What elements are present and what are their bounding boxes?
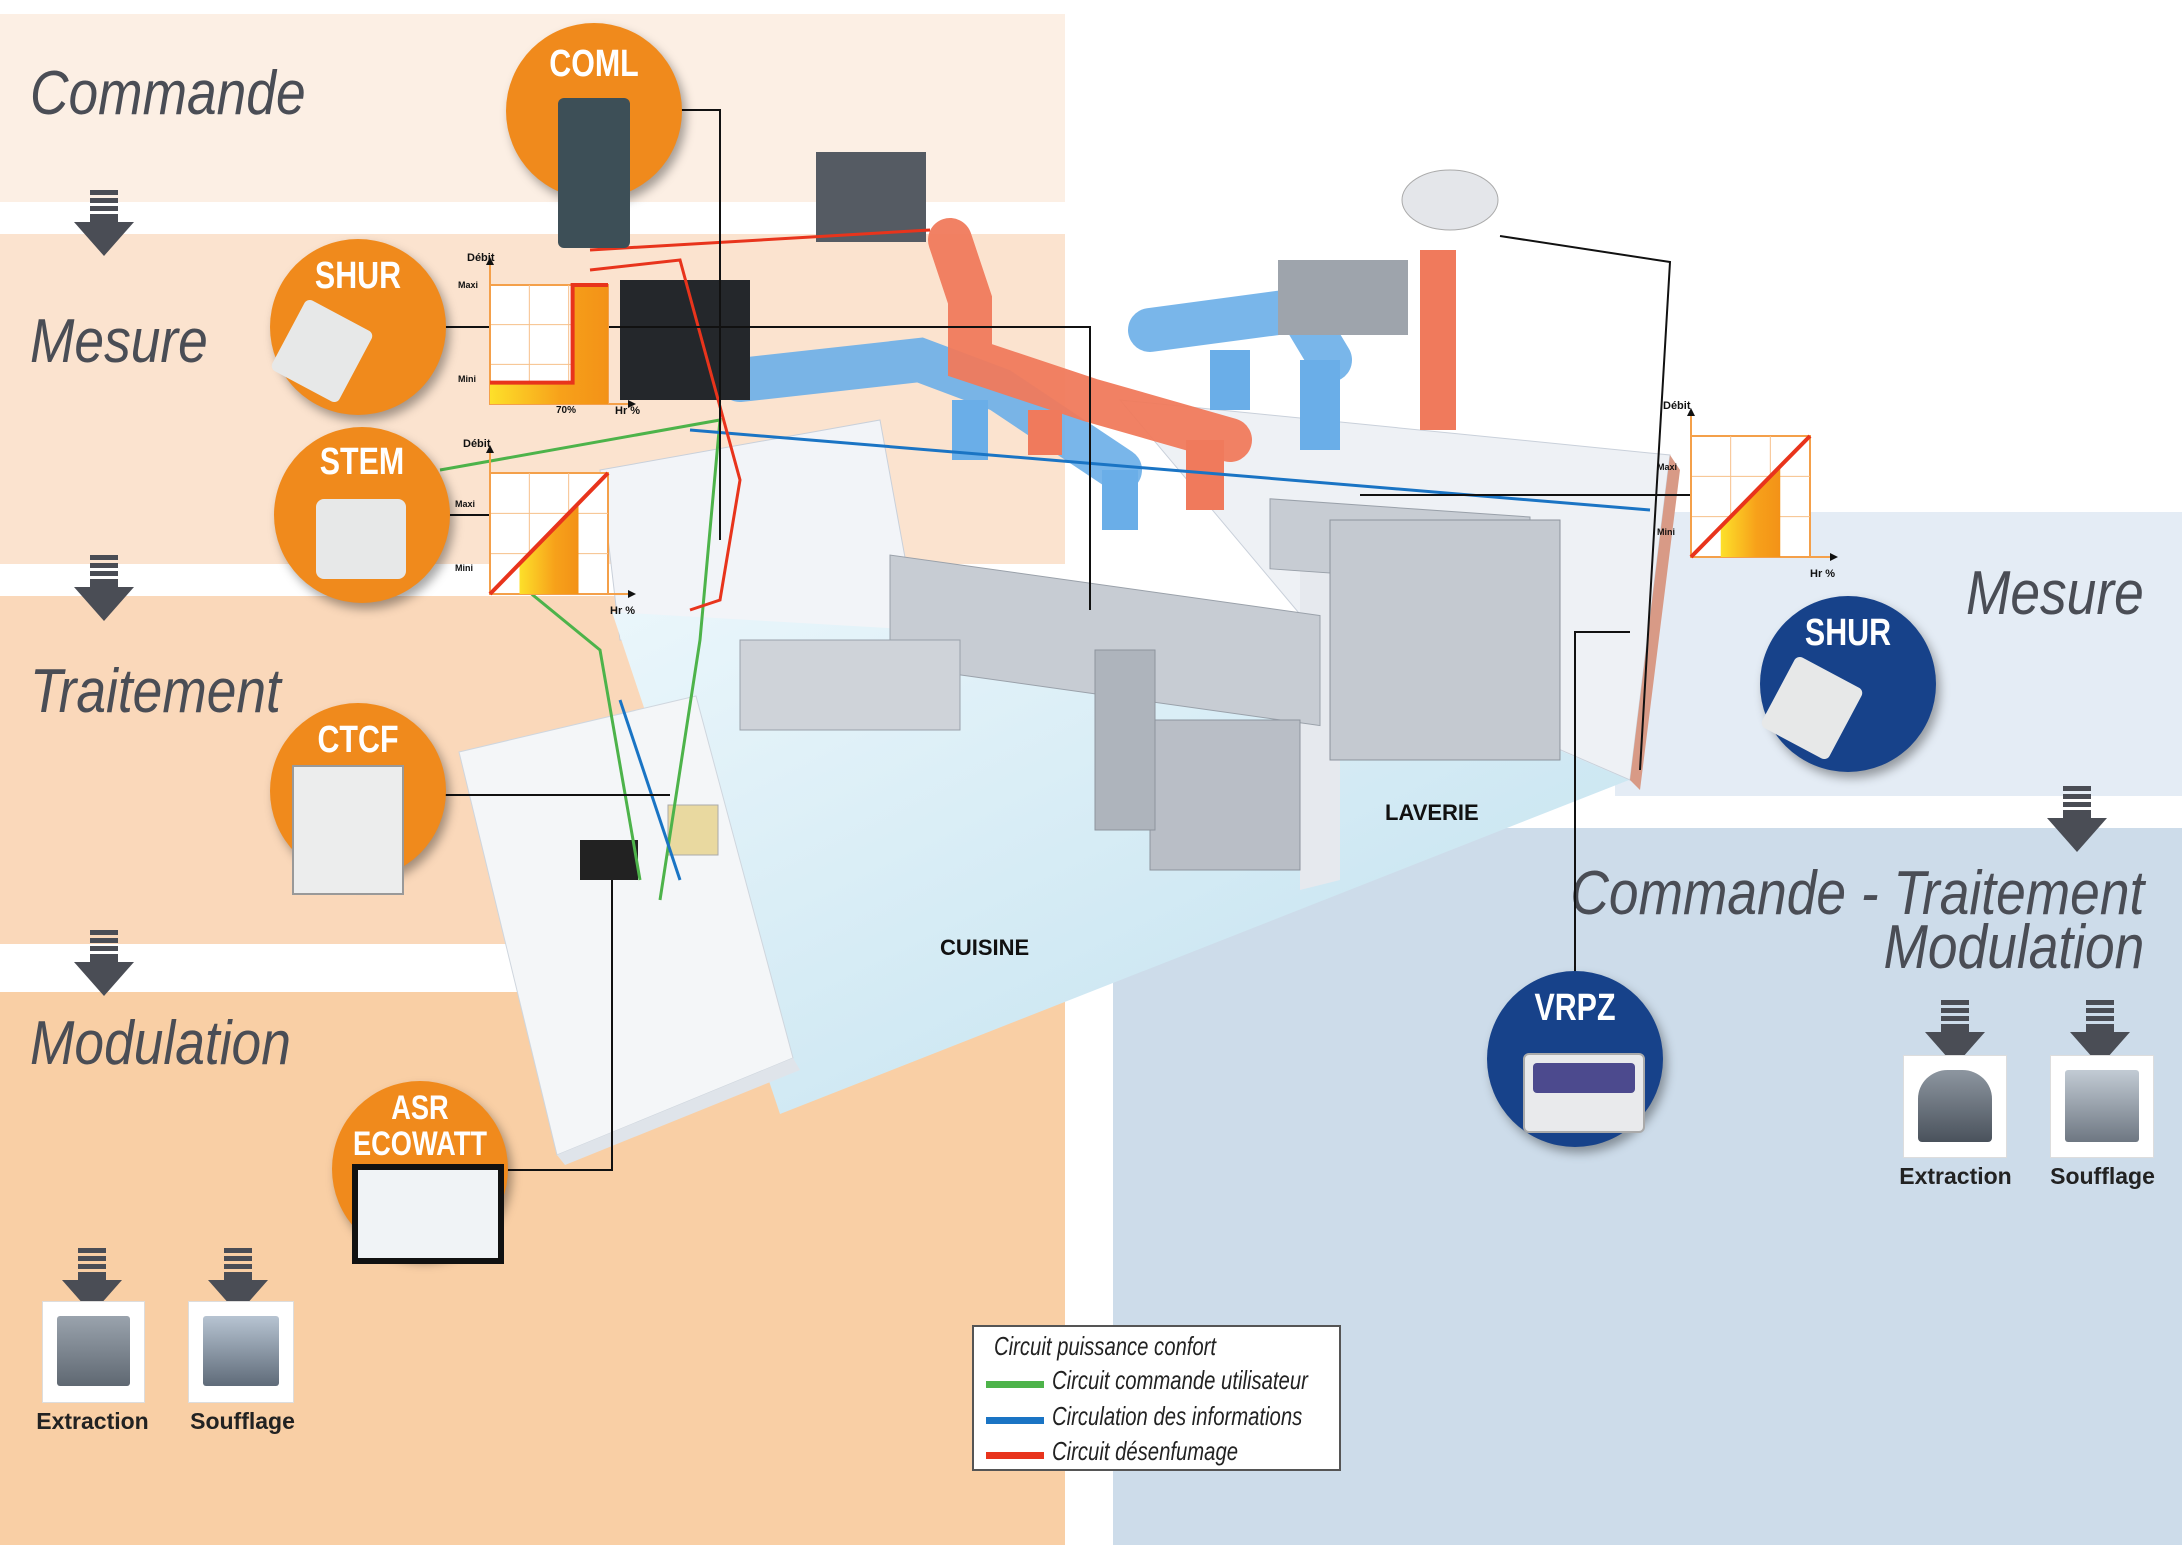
legend: Circuit puissance confort Circuit comman… — [972, 1325, 1341, 1471]
wire-black — [680, 109, 721, 540]
oven — [1094, 649, 1156, 831]
fan-unit-box — [620, 280, 750, 400]
wire-black — [1574, 631, 1630, 975]
chart2-ylabel: Débit — [463, 438, 491, 450]
device-stem[interactable]: STEM — [274, 427, 450, 603]
device-ctcf[interactable]: CTCF — [270, 703, 446, 895]
device-vrpz-label: VRPZ — [1534, 987, 1616, 1029]
legend-item-desenfumage: Circuit désenfumage — [1052, 1436, 1239, 1466]
wire-green — [439, 418, 722, 901]
device-ctcf-label: CTCF — [317, 719, 399, 761]
wire-blue — [689, 428, 1651, 512]
dishwasher — [1329, 519, 1561, 761]
product-soufflage-label: Soufflage — [190, 1408, 295, 1434]
band-modulation — [0, 992, 1065, 1545]
control-box — [667, 804, 719, 856]
legend-swatch-green — [986, 1381, 1044, 1388]
roof-fan — [1401, 169, 1499, 231]
chart2-ytick-mini: Mini — [455, 563, 473, 573]
device-shur-right-label: SHUR — [1804, 612, 1892, 654]
fan-unit-laverie — [1278, 260, 1408, 335]
wire-red — [589, 258, 742, 612]
product-soufflage-image — [188, 1301, 294, 1403]
product-extraction-image — [42, 1301, 145, 1403]
device-coml[interactable]: COML — [506, 23, 682, 248]
fan-unit-roof — [816, 152, 926, 242]
device-asr-ecowatt[interactable]: ASR ECOWATT — [332, 1081, 508, 1264]
control-cabinet-icon — [292, 765, 404, 895]
right-section-mesure: Mesure — [1966, 559, 2144, 628]
product-extraction-right-image — [1903, 1055, 2007, 1158]
wire-black — [608, 326, 1091, 610]
temperature-sensor-icon — [316, 499, 406, 579]
control-panel — [580, 840, 638, 880]
speed-controller-icon — [1523, 1053, 1645, 1133]
section-modulation: Modulation — [30, 1009, 291, 1078]
chart3-ytick-mini: Mini — [1657, 527, 1675, 537]
chart2-xlabel: Hr % — [610, 605, 636, 617]
duct-red — [928, 218, 1252, 462]
right-section-modulation: Modulation — [1883, 913, 2144, 982]
product-soufflage-right-label: Soufflage — [2050, 1163, 2155, 1189]
wire-red — [589, 228, 931, 252]
legend-swatch-red — [986, 1452, 1044, 1459]
device-shur[interactable]: SHUR — [269, 239, 446, 415]
room-label-cuisine: CUISINE — [940, 935, 1030, 960]
chart2-ytick-maxi: Maxi — [455, 499, 476, 509]
chart1-xlabel: Hr % — [615, 405, 641, 417]
partition-wall-face — [557, 1058, 800, 1165]
chart1-ytick-mini: Mini — [458, 374, 476, 384]
device-coml-label: COML — [549, 43, 639, 85]
control-station-icon — [558, 98, 630, 248]
chart1-xtick-70: 70% — [556, 405, 577, 416]
wall-edge-right — [1630, 455, 1680, 790]
chart1-ylabel: Débit — [467, 252, 495, 264]
chart1-ytick-maxi: Maxi — [458, 280, 479, 290]
device-shur-label: SHUR — [314, 255, 402, 297]
product-extraction-label: Extraction — [36, 1408, 149, 1434]
legend-item-puissance: Circuit puissance confort — [994, 1331, 1217, 1361]
legend-item-commande: Circuit commande utilisateur — [1052, 1365, 1308, 1395]
section-traitement: Traitement — [30, 657, 281, 726]
section-mesure: Mesure — [30, 307, 208, 376]
chart3-xlabel: Hr % — [1810, 568, 1836, 580]
room-label-laverie: LAVERIE — [1385, 800, 1479, 825]
device-ecowatt-label: ECOWATT — [353, 1125, 487, 1163]
chart3-ylabel: Débit — [1663, 400, 1691, 412]
device-stem-label: STEM — [319, 441, 405, 483]
chart3-ytick-maxi: Maxi — [1657, 462, 1678, 472]
legend-item-informations: Circulation des informations — [1052, 1401, 1303, 1431]
product-soufflage-right-image — [2050, 1055, 2154, 1158]
product-extraction-right-label: Extraction — [1899, 1163, 2012, 1189]
cooking-range — [1149, 719, 1301, 871]
legend-swatch-blue — [986, 1417, 1044, 1424]
wire-black — [1499, 235, 1672, 771]
wire-blue — [618, 699, 682, 881]
device-asr-label: ASR — [391, 1089, 449, 1127]
device-shur-right[interactable]: SHUR — [1759, 596, 1936, 772]
touch-screen-icon — [352, 1164, 504, 1264]
section-commande: Commande — [30, 59, 306, 128]
device-vrpz[interactable]: VRPZ — [1487, 971, 1663, 1147]
workbench — [739, 639, 961, 731]
back-wall-left — [599, 419, 921, 641]
wire-black — [505, 880, 613, 1171]
right-section-commande-traitement: Commande - Traitement — [1570, 859, 2144, 928]
